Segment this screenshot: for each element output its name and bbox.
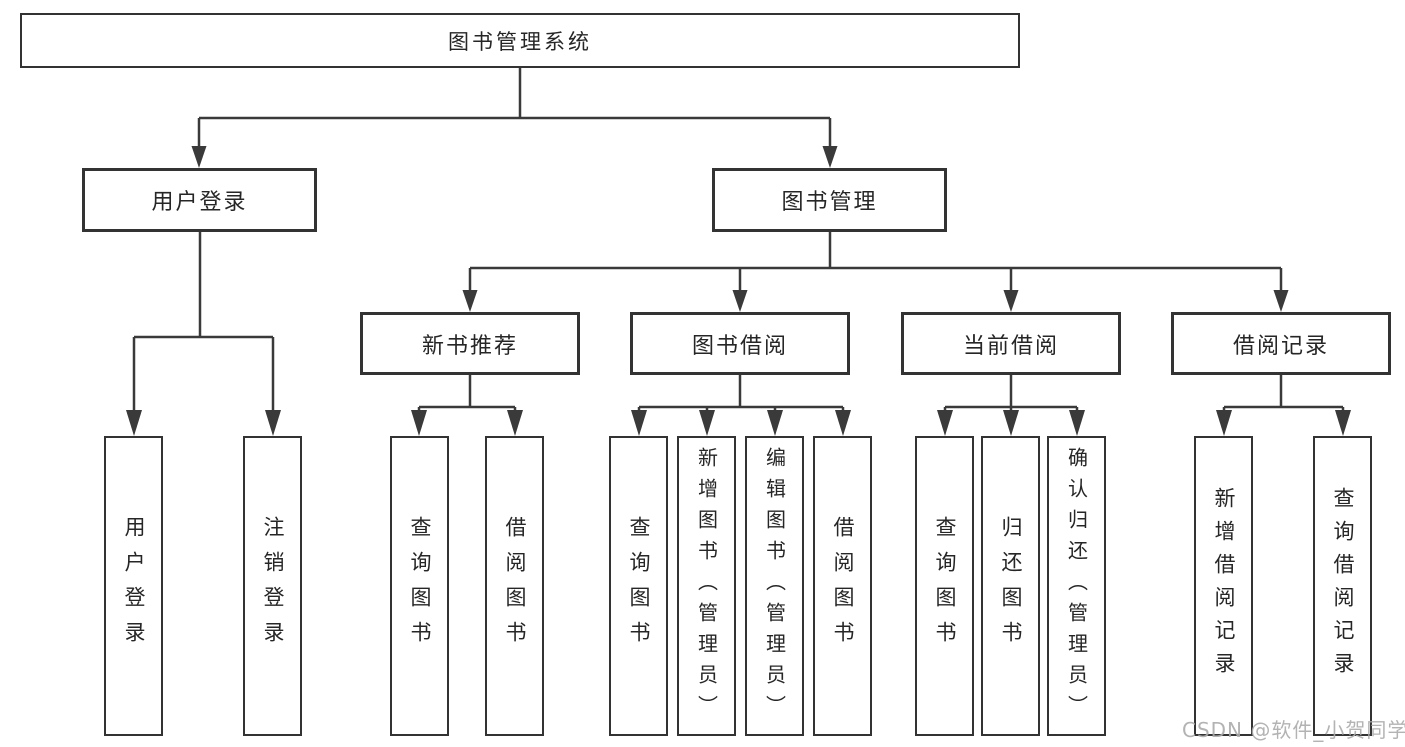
csdn-watermark: CSDN @软件_小贺同学 (1182, 718, 1405, 742)
arrowhead (732, 290, 748, 312)
leaf-add-borrow-record: 新增借阅记录 (1194, 436, 1253, 736)
arrowhead (767, 410, 783, 436)
leaf-borrow-books-recommend: 借阅图书 (485, 436, 544, 736)
leaf-user-login: 用户登录 (104, 436, 163, 736)
arrowhead (126, 410, 142, 436)
arrowhead (265, 410, 281, 436)
arrowhead (1003, 290, 1019, 312)
leaf-borrow-books: 借阅图书 (813, 436, 872, 736)
arrowhead (191, 146, 207, 168)
node-book-borrowing: 图书借阅 (630, 312, 850, 375)
arrowhead (937, 410, 953, 436)
arrowhead (1003, 410, 1019, 436)
node-new-book-recommend: 新书推荐 (360, 312, 580, 375)
node-user-login: 用户登录 (82, 168, 317, 232)
arrowhead (1216, 410, 1232, 436)
arrowhead (835, 410, 851, 436)
leaf-query-borrow-record: 查询借阅记录 (1313, 436, 1372, 736)
leaf-logout: 注销登录 (243, 436, 302, 736)
arrowhead (699, 410, 715, 436)
arrowhead (1273, 290, 1289, 312)
leaf-query-books-current: 查询图书 (915, 436, 974, 736)
leaf-return-books: 归还图书 (981, 436, 1040, 736)
arrowhead (462, 290, 478, 312)
node-current-borrowing: 当前借阅 (901, 312, 1121, 375)
arrowhead (411, 410, 427, 436)
node-book-management: 图书管理 (712, 168, 947, 232)
leaf-confirm-return-admin: 确认归还（管理员） (1047, 436, 1106, 736)
node-library-management-system: 图书管理系统 (20, 13, 1020, 68)
leaf-edit-books-admin: 编辑图书（管理员） (745, 436, 804, 736)
leaf-query-books-borrow: 查询图书 (609, 436, 668, 736)
arrowhead (822, 146, 838, 168)
node-borrowing-records: 借阅记录 (1171, 312, 1391, 375)
arrowhead (1335, 410, 1351, 436)
arrowhead (631, 410, 647, 436)
arrowhead (507, 410, 523, 436)
leaf-add-books-admin: 新增图书（管理员） (677, 436, 736, 736)
arrowhead (1069, 410, 1085, 436)
arrowheads (126, 146, 1351, 436)
leaf-query-books-recommend: 查询图书 (390, 436, 449, 736)
